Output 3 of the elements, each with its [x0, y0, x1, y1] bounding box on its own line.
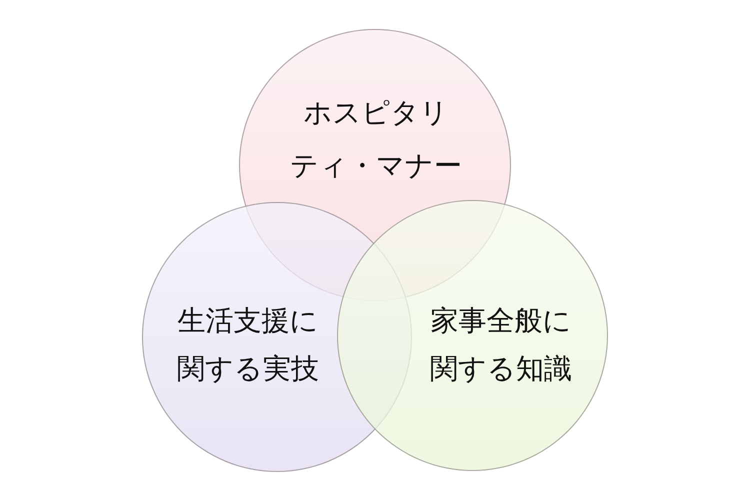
circle-label: 家事全般に関する知識 — [429, 303, 573, 387]
circle-label: 生活支援に関する実技 — [176, 303, 320, 387]
circle-label: ホスピタリティ・マナー — [289, 95, 463, 184]
